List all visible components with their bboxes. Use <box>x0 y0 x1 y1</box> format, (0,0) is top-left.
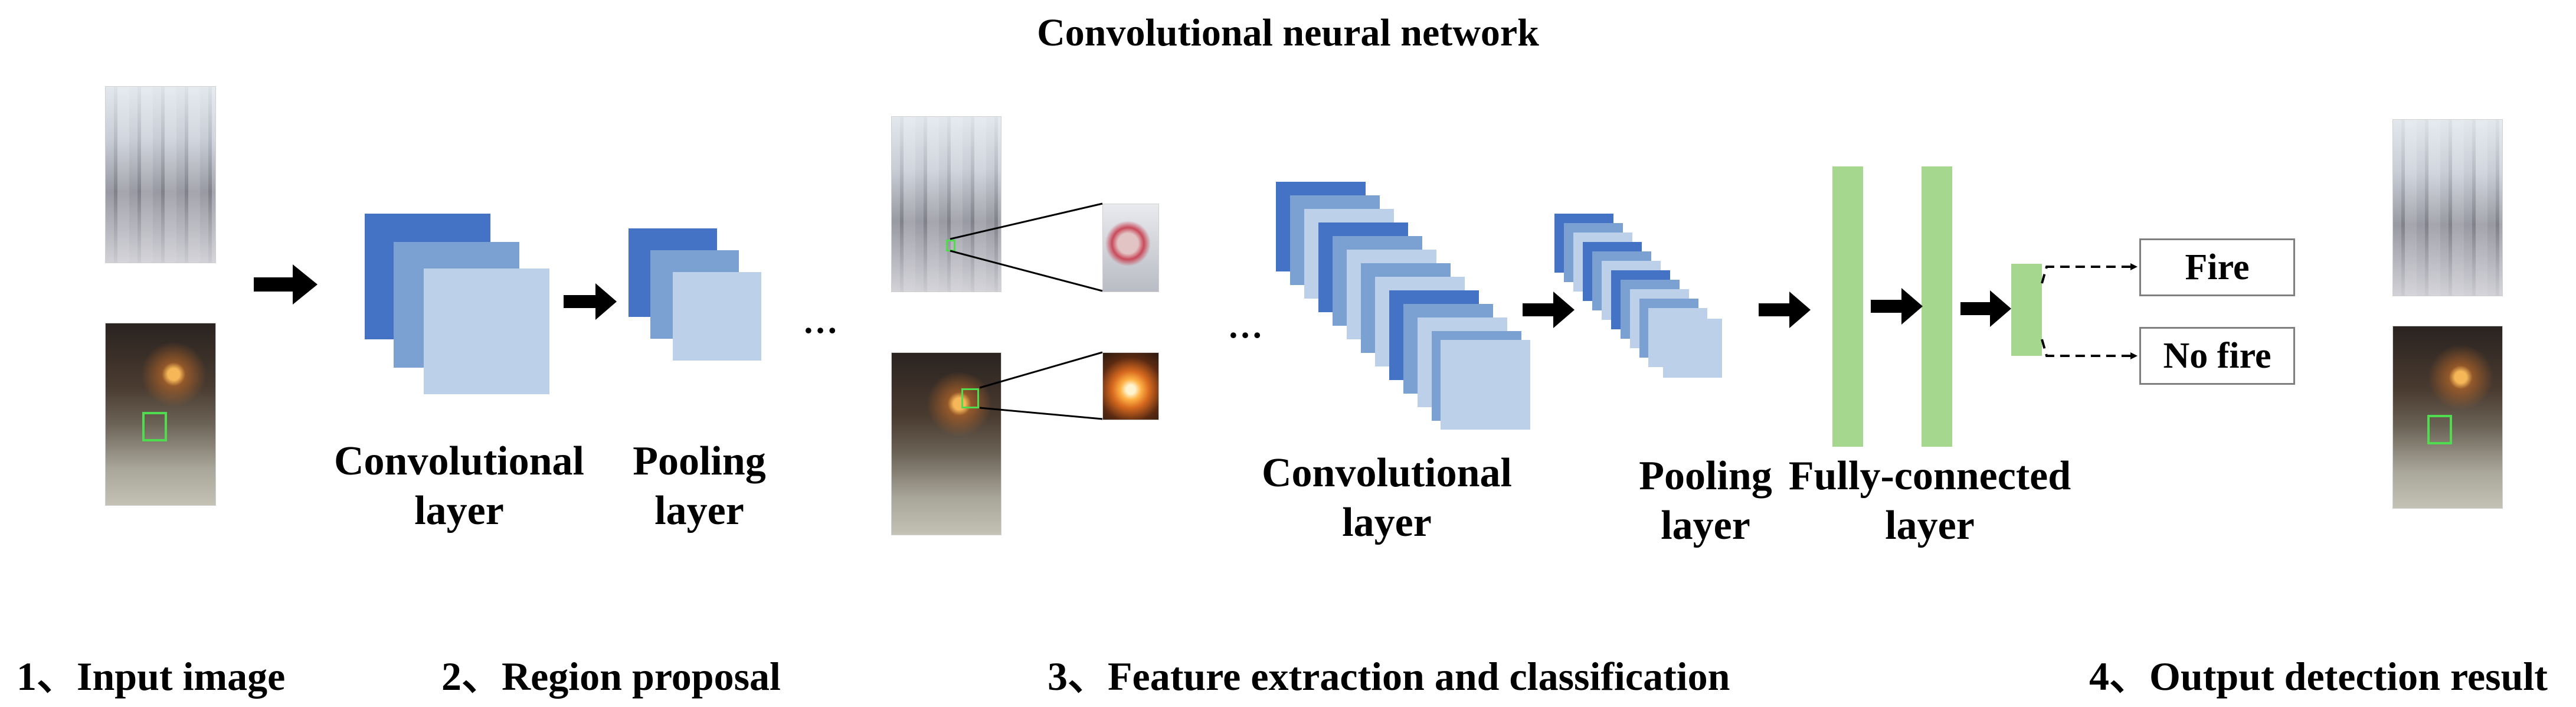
fc-label-line1: Fully-connected <box>1788 453 2071 499</box>
output-image-night <box>2392 326 2503 509</box>
ellipsis-2: … <box>1228 306 1263 345</box>
conv2-map-13 <box>1441 340 1530 430</box>
output-detection-box <box>2427 415 2452 444</box>
ellipsis-1: … <box>803 302 838 341</box>
pool1-label: Pooling layer <box>608 437 791 536</box>
fc-label-line2: layer <box>1885 503 1975 548</box>
arrow-conv1-to-pool1 <box>564 283 617 320</box>
input-image-mall <box>105 86 216 263</box>
arrow-pool2-to-fc1 <box>1759 292 1811 328</box>
fc-output-node <box>2011 264 2042 356</box>
arrow-fc2-to-output <box>1960 290 2011 327</box>
pool2-map-12 <box>1663 319 1722 378</box>
crop-image-fire <box>1102 352 1159 420</box>
step-4-caption: 4、Output detection result <box>2089 654 2548 699</box>
crop-image-person <box>1102 204 1159 292</box>
dashed-arrow-fire <box>2041 263 2138 284</box>
step-2-caption: 2、Region proposal <box>441 654 781 699</box>
conv1-label: Convolutional layer <box>329 437 589 536</box>
conv1-label-line1: Convolutional <box>334 438 584 484</box>
pool2-label: Pooling layer <box>1614 451 1797 551</box>
conv1-map-3 <box>424 269 549 394</box>
conv2-label: Convolutional layer <box>1251 449 1523 548</box>
pool1-label-line1: Pooling <box>633 438 766 484</box>
output-fire-box: Fire <box>2139 238 2295 296</box>
pool1-label-line2: layer <box>654 488 744 533</box>
arrow-fc1-to-fc2 <box>1871 288 1923 325</box>
pool2-label-line1: Pooling <box>1639 453 1772 499</box>
conv1-label-line2: layer <box>414 488 504 533</box>
conv2-label-line1: Convolutional <box>1262 450 1512 496</box>
pool1-map-3 <box>673 272 761 361</box>
step-1-caption: 1、Input image <box>17 654 286 699</box>
conv2-label-line2: layer <box>1342 500 1432 545</box>
dashed-arrow-no-fire <box>2041 339 2138 359</box>
proposal-box-night <box>961 388 979 408</box>
proposal-image-mall <box>891 116 1001 292</box>
zoom-lines-mall <box>950 202 1103 292</box>
fc-layer-2 <box>1922 166 1952 447</box>
input-image-night <box>105 323 216 506</box>
arrow-input-to-conv1 <box>254 264 318 305</box>
step-3-caption: 3、Feature extraction and classification <box>1048 654 1730 699</box>
diagram-title: Convolutional neural network <box>1037 11 1539 54</box>
pool2-label-line2: layer <box>1661 503 1750 548</box>
proposal-image-night <box>891 352 1001 535</box>
fc-layer-1 <box>1832 166 1863 447</box>
green-detection-box <box>142 412 167 441</box>
output-no-fire-box: No fire <box>2139 327 2295 385</box>
output-image-mall <box>2392 119 2503 296</box>
arrow-conv2-to-pool2 <box>1523 292 1575 328</box>
fc-label: Fully-connected layer <box>1788 451 2071 551</box>
zoom-lines-fire <box>979 351 1103 420</box>
